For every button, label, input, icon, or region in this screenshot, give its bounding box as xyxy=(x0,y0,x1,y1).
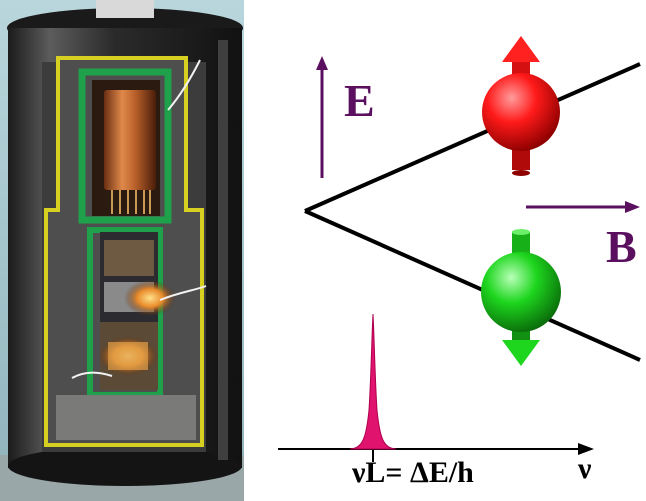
energy-diagram xyxy=(278,36,641,462)
field-axis-arrow xyxy=(526,201,640,213)
nmr-probe-cryostat-photo xyxy=(0,0,244,501)
resonance-peak xyxy=(349,313,397,450)
energy-axis-label: E xyxy=(344,75,375,126)
lower-level-line xyxy=(304,209,641,362)
spin-down-sphere-icon xyxy=(481,229,561,366)
frequency-axis-label: ν xyxy=(578,452,592,485)
energy-axis-arrow xyxy=(316,56,328,178)
frequency-axis xyxy=(278,443,594,462)
upper-level-line xyxy=(304,62,641,213)
larmor-formula-label: νL= ΔE/h xyxy=(352,456,474,489)
spin-up-sphere-icon xyxy=(482,36,560,176)
field-axis-label: B xyxy=(606,221,637,272)
